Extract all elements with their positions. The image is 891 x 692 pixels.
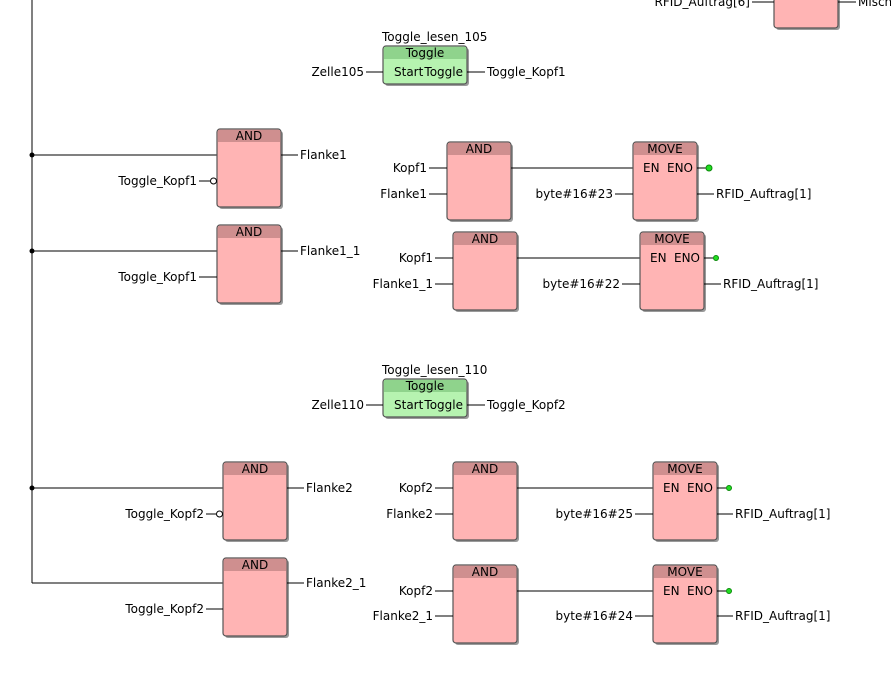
and-input2-label: Flanke2_1 [373,609,433,623]
eno-status-marker [705,164,713,172]
move-title: MOVE [647,142,682,156]
move-eno-pin: ENO [687,481,713,495]
toggle-output-label: Toggle_Kopf2 [486,398,566,412]
left-and-block-1[interactable]: AND Toggle_Kopf1 Flanke1 [29,128,347,209]
move-en-pin: EN [663,584,680,598]
move-target-label: RFID_Auftrag[1] [723,277,818,291]
toggle-output-label: Toggle_Kopf1 [486,65,566,79]
top-right-output-label: RFID_Auftrag[6] [655,0,750,9]
partial-block-top-right[interactable]: RFID_Auftrag[6] Mischu [655,0,891,30]
left-and-block-2[interactable]: AND Toggle_Kopf1 Flanke1_1 [29,224,361,305]
toggle-title: Toggle [405,46,445,60]
and-title: AND [242,558,268,572]
toggle-instance-label: Toggle_lesen_105 [381,30,487,44]
and-input-label: Toggle_Kopf1 [117,270,197,284]
and-input-label: Toggle_Kopf1 [117,174,197,188]
move-target-label: RFID_Auftrag[1] [735,507,830,521]
move-value-label: byte#16#22 [543,277,620,291]
and-input2-label: Flanke1 [380,187,427,201]
eno-status-marker [726,588,732,594]
and-title: AND [472,565,498,579]
left-and-block-3[interactable]: AND Toggle_Kopf2 Flanke2 [29,461,353,542]
and-input2-label: Flanke2 [386,507,433,521]
and-title: AND [466,142,492,156]
move-title: MOVE [667,462,702,476]
move-target-label: RFID_Auftrag[1] [735,609,830,623]
and-title: AND [236,225,262,239]
move-en-pin: EN [663,481,680,495]
and-input-label: Toggle_Kopf2 [124,602,204,616]
move-title: MOVE [654,232,689,246]
toggle-pin-start: Start [394,65,424,79]
and-move-pair-2[interactable]: AND Kopf1 Flanke1_1 MOVE EN ENO byte#16#… [373,231,819,312]
move-value-label: byte#16#23 [536,187,613,201]
toggle-pin-start: Start [394,398,424,412]
and-input1-label: Kopf1 [399,251,433,265]
and-title: AND [472,462,498,476]
and-output-label: Flanke1_1 [300,244,360,258]
toggle-pin-out: Toggle [423,398,463,412]
toggle-input-label: Zelle110 [311,398,364,412]
and-input2-label: Flanke1_1 [373,277,433,291]
move-eno-pin: ENO [667,161,693,175]
move-en-pin: EN [643,161,660,175]
move-en-pin: EN [650,251,667,265]
move-eno-pin: ENO [674,251,700,265]
toggle-block-105[interactable]: Toggle_lesen_105 Toggle Start Toggle Zel… [311,30,566,86]
and-output-label: Flanke1 [300,148,347,162]
move-value-label: byte#16#25 [556,507,633,521]
toggle-input-label: Zelle105 [311,65,364,79]
move-title: MOVE [667,565,702,579]
toggle-instance-label: Toggle_lesen_110 [381,363,487,377]
eno-status-marker [726,485,732,491]
and-title: AND [242,462,268,476]
move-eno-pin: ENO [687,584,713,598]
and-output-label: Flanke2_1 [306,576,366,590]
and-move-pair-3[interactable]: AND Kopf2 Flanke2 MOVE EN ENO byte#16#25… [386,461,830,542]
move-value-label: byte#16#24 [556,609,633,623]
top-right-next-label: Mischu [858,0,891,9]
move-target-label: RFID_Auftrag[1] [716,187,811,201]
and-input-label: Toggle_Kopf2 [124,507,204,521]
toggle-title: Toggle [405,379,445,393]
and-input1-label: Kopf1 [393,161,427,175]
and-move-pair-4[interactable]: AND Kopf2 Flanke2_1 MOVE EN ENO byte#16#… [373,564,831,645]
toggle-block-110[interactable]: Toggle_lesen_110 Toggle Start Toggle Zel… [311,363,566,419]
and-title: AND [472,232,498,246]
negation-circle [210,177,217,185]
and-input1-label: Kopf2 [399,481,433,495]
and-move-pair-1[interactable]: AND Kopf1 Flanke1 MOVE EN ENO byte#16#23… [380,141,811,222]
toggle-pin-out: Toggle [423,65,463,79]
left-and-block-4[interactable]: AND Toggle_Kopf2 Flanke2_1 [32,557,366,638]
negation-circle [216,510,223,518]
eno-status-marker [713,255,719,261]
and-input1-label: Kopf2 [399,584,433,598]
and-output-label: Flanke2 [306,481,353,495]
and-title: AND [236,129,262,143]
